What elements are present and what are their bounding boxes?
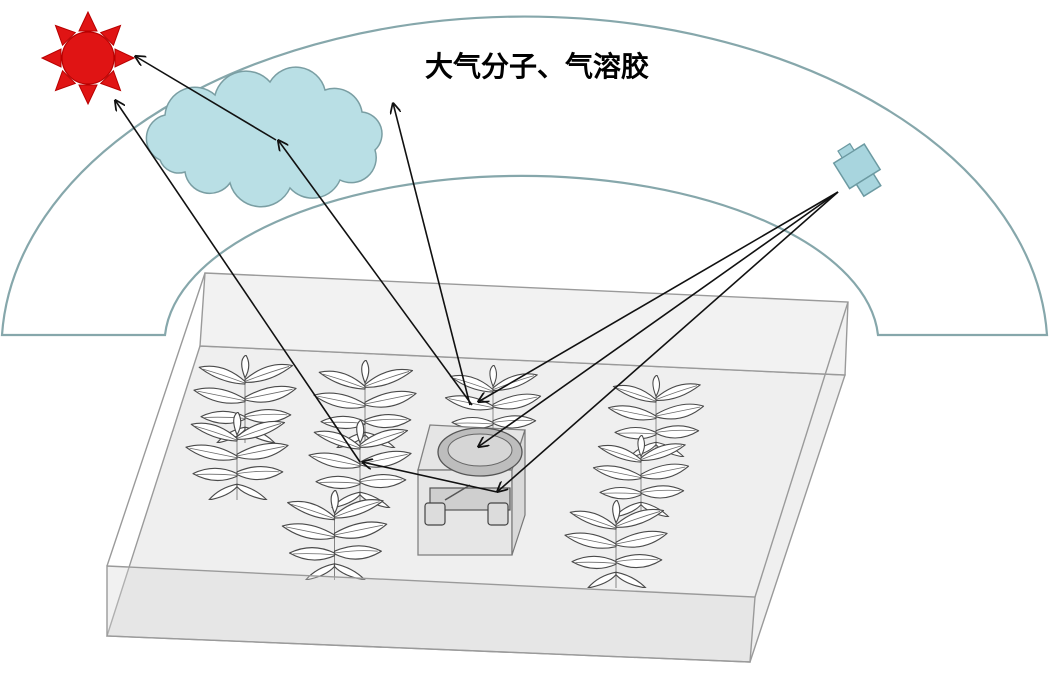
- sun-icon: [40, 10, 136, 106]
- arrow-sensor-to-ground: [497, 191, 839, 492]
- vehicle-tread: [487, 502, 509, 526]
- arrow-cloud-to-sun: [135, 56, 277, 141]
- light-paths: [115, 56, 839, 493]
- sensor-camera-icon: [832, 142, 882, 198]
- arrow-ground-to-plant: [362, 462, 498, 493]
- vehicle-tread: [424, 502, 446, 526]
- field-back-wall: [199, 272, 849, 376]
- cloud-icon: [145, 66, 383, 208]
- field-front-face: [106, 565, 756, 663]
- field-vehicle: [417, 424, 526, 556]
- atmosphere-label: 大气分子、气溶胶: [425, 50, 649, 83]
- arrow-sensor-to-vehicle: [478, 191, 839, 447]
- arrow-plant-to-sun: [115, 100, 361, 463]
- arrow-sensor-to-plant: [478, 191, 839, 402]
- arrow-plant-to-atmosphere: [393, 103, 471, 406]
- arrow-plant-to-cloud: [278, 140, 473, 406]
